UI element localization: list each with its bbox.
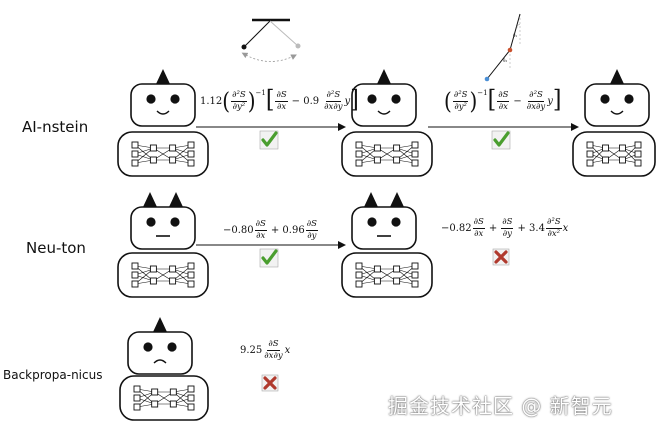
equation-backprop-step1: 9.25 ∂S∂x∂y x bbox=[240, 339, 291, 361]
row-label-backpropanicus: Backpropa-nicus bbox=[3, 368, 103, 382]
simple-pendulum-illustration bbox=[241, 18, 301, 62]
equation-neuton-step2: −0.82 ∂S∂x + ∂S∂y + 3.4 ∂²S∂x² x bbox=[441, 217, 569, 239]
equation-ainstein-step2: ( ∂²S∂y² ) −1 [ ∂S∂x − ∂²S∂x∂y y ] bbox=[444, 86, 562, 115]
eq-coef: 1.12 bbox=[200, 95, 223, 107]
row-label-ainstein: AI-nstein bbox=[22, 118, 89, 136]
neural-network-box bbox=[117, 131, 209, 177]
svg-text:θ₂: θ₂ bbox=[503, 58, 507, 63]
pendulum-rod bbox=[243, 20, 271, 48]
check-icon bbox=[259, 130, 279, 150]
robot-face bbox=[351, 69, 417, 127]
pendulum-bob-ghost bbox=[295, 43, 301, 49]
robot-face bbox=[127, 317, 193, 375]
pendulum-swing-arc bbox=[241, 52, 297, 62]
robot-face bbox=[130, 192, 196, 250]
double-pendulum-illustration: θ₁ θ₂ bbox=[484, 13, 521, 82]
robot-face bbox=[584, 69, 650, 127]
cross-icon bbox=[492, 248, 510, 266]
face-layer bbox=[127, 69, 650, 375]
lower-mass bbox=[484, 76, 490, 82]
pendulum-rod-ghost bbox=[269, 20, 299, 47]
robot-face bbox=[130, 69, 196, 127]
lower-rod bbox=[486, 49, 511, 80]
network-layer bbox=[117, 131, 656, 421]
neural-network-box bbox=[117, 252, 209, 298]
neural-network-box bbox=[341, 252, 433, 298]
neural-network-box bbox=[341, 131, 433, 177]
equation-ainstein-step1: 1.12 ( ∂²S∂y² ) −1 [ ∂S∂x − 0.9 ∂²S∂x∂y … bbox=[200, 86, 359, 115]
robot-face bbox=[351, 192, 417, 250]
svg-text:θ₁: θ₁ bbox=[513, 33, 517, 38]
check-icon bbox=[259, 248, 279, 268]
check-icon bbox=[491, 130, 511, 150]
neural-network-box bbox=[119, 375, 209, 421]
pendulum-bob bbox=[241, 44, 247, 50]
cross-icon bbox=[261, 374, 279, 392]
watermark-text: 掘金技术社区 @ 新智元 bbox=[388, 394, 613, 418]
upper-rod bbox=[509, 13, 521, 51]
row-label-neuton: Neu-ton bbox=[26, 239, 86, 257]
neural-network-box bbox=[572, 131, 656, 177]
upper-mass bbox=[507, 47, 513, 53]
equation-neuton-step1: −0.80 ∂S∂x + 0.96 ∂S∂y bbox=[223, 219, 318, 241]
